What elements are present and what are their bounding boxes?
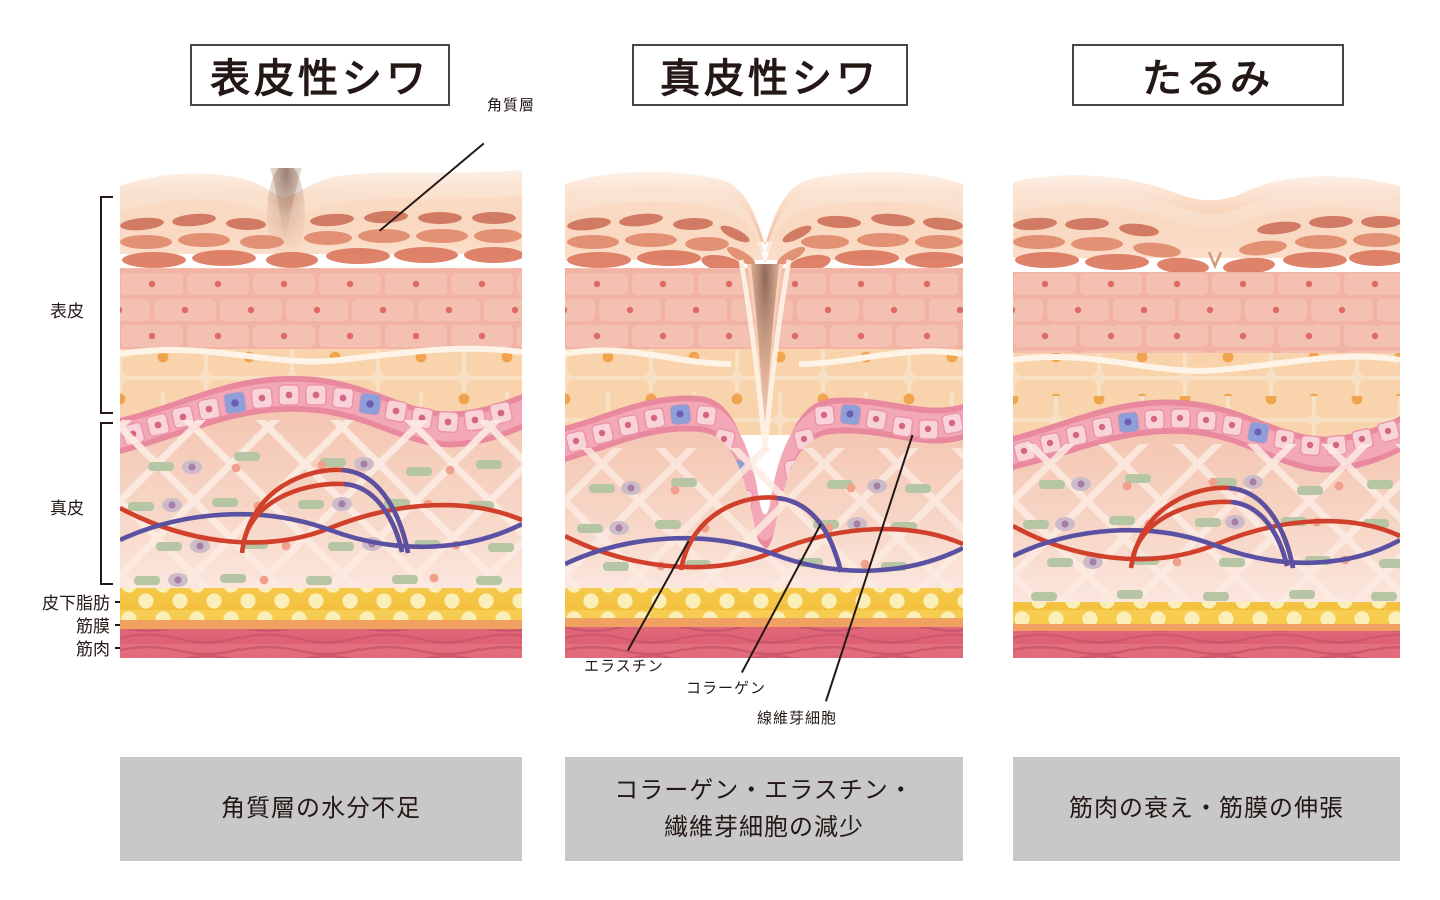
caption-sagging: 筋肉の衰え・筋膜の伸張 bbox=[1013, 757, 1400, 861]
panel-sagging bbox=[1013, 168, 1400, 658]
panel-epidermal-wrinkle bbox=[120, 168, 522, 658]
panel-title-dermal: 真皮性シワ bbox=[632, 44, 908, 106]
callout-collagen: コラーゲン bbox=[686, 677, 766, 698]
callout-elastin: エラスチン bbox=[584, 655, 664, 676]
callout-text: コラーゲン bbox=[686, 680, 767, 697]
callout-fibroblast: 線維芽細胞 bbox=[757, 707, 837, 728]
callout-text: 線維芽細胞 bbox=[757, 710, 838, 727]
panel-title-text: 表皮性シワ bbox=[210, 57, 430, 101]
layer-label-text: 筋膜 bbox=[76, 617, 110, 636]
panel-title-sagging: たるみ bbox=[1072, 44, 1344, 106]
layer-label-fascia: 筋膜 bbox=[10, 612, 110, 637]
bracket-dermis bbox=[100, 422, 114, 585]
callout-stratum-corneum: 角質層 bbox=[487, 94, 535, 115]
panel-title-text: 真皮性シワ bbox=[660, 57, 880, 101]
caption-line: コラーゲン・エラスチン・ bbox=[614, 776, 914, 804]
panel-title-epidermal: 表皮性シワ bbox=[190, 44, 450, 106]
layer-label-text: 皮下脂肪 bbox=[42, 594, 110, 613]
layer-label-text: 表皮 bbox=[50, 302, 84, 321]
callout-text: エラスチン bbox=[584, 658, 664, 675]
caption-line: 繊維芽細胞の減少 bbox=[664, 814, 864, 841]
layer-label-muscle: 筋肉 bbox=[10, 635, 110, 660]
callout-text: 角質層 bbox=[487, 97, 536, 114]
layer-label-dermis: 真皮 bbox=[10, 494, 84, 519]
layer-label-text: 筋肉 bbox=[76, 640, 110, 659]
caption-dermal: コラーゲン・エラスチン・ 繊維芽細胞の減少 bbox=[565, 757, 963, 861]
layer-label-subcutaneous-fat: 皮下脂肪 bbox=[10, 589, 110, 614]
layer-label-epidermis: 表皮 bbox=[10, 297, 84, 322]
caption-line: 筋肉の衰え・筋膜の伸張 bbox=[1069, 795, 1344, 823]
panel-dermal-wrinkle bbox=[565, 168, 963, 658]
caption-line: 角質層の水分不足 bbox=[221, 795, 421, 823]
panel-title-text: たるみ bbox=[1142, 57, 1274, 101]
caption-epidermal: 角質層の水分不足 bbox=[120, 757, 522, 861]
bracket-epidermis bbox=[100, 196, 114, 414]
layer-label-text: 真皮 bbox=[50, 499, 84, 518]
